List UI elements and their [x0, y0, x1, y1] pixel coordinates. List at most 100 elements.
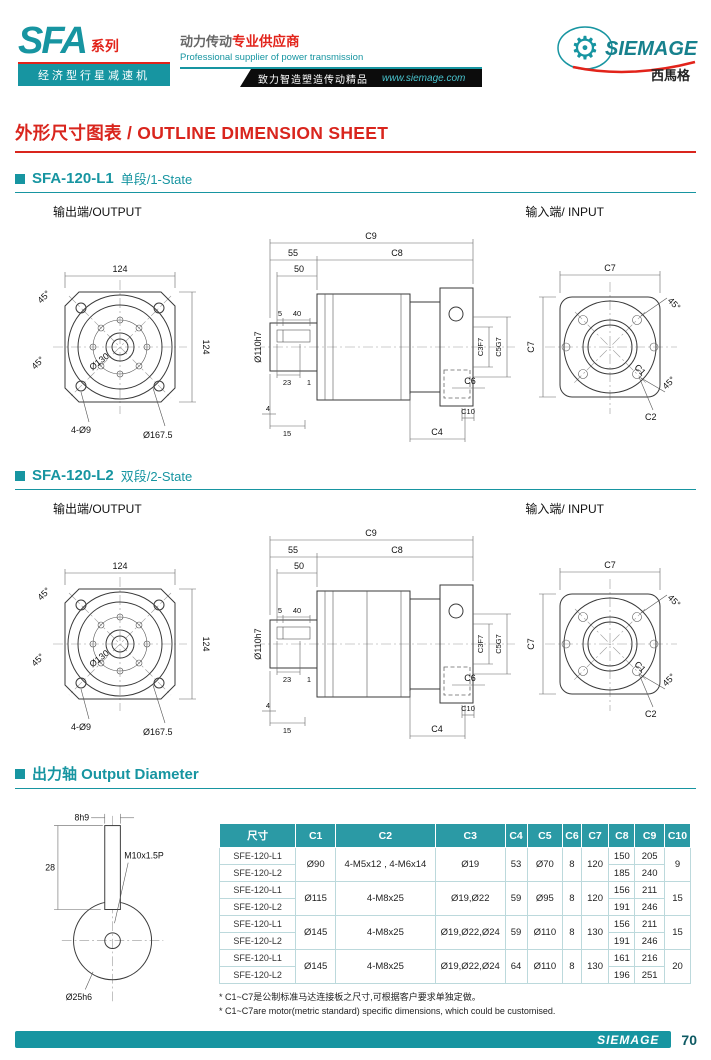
table-cell: 240: [634, 864, 665, 882]
table-block: 尺寸 C1 C2 C3 C4 C5 C6 C7 C8 C9 C10: [218, 789, 696, 1018]
tagline-cn: 动力传动: [180, 34, 233, 49]
table-cell: 191: [608, 932, 636, 950]
dim-label: 45°: [666, 296, 683, 313]
series-block: SFA 系列 经济型行星减速机: [18, 20, 170, 87]
table-cell: 156: [608, 915, 636, 933]
model-cell: SFE-120-L2: [218, 898, 297, 916]
dim-label: Ø25h6: [66, 992, 92, 1002]
dim-label: Ø110h7: [253, 331, 263, 362]
dim-label: 124: [112, 264, 127, 274]
hub-bolt-holes: [89, 316, 151, 378]
page-number: 70: [681, 1031, 697, 1048]
table-cell: 161: [608, 949, 636, 967]
corner-bolt-holes: [75, 599, 165, 689]
table-cell: 246: [634, 932, 665, 950]
dim-label: 55: [288, 248, 298, 258]
corner-bolt-holes: [75, 302, 165, 392]
input-bolt-holes: [561, 315, 659, 379]
brand-underline: [572, 60, 696, 74]
input-end-label: 输入端/ INPUT: [525, 205, 604, 219]
table-cell: 205: [634, 847, 665, 865]
tagline-cn-bold: 专业供应商: [232, 34, 300, 49]
table-cell: 8: [562, 949, 582, 984]
footnote-en: * C1~C7are motor(metric standard) specif…: [219, 1005, 556, 1016]
dim-label: C6: [464, 673, 476, 683]
table-cell: Ø90: [295, 847, 336, 882]
table-row: SFE-120-L2 185 240: [218, 864, 691, 882]
output-flange-view: 124 124 45° 45° Ø130 4-Ø9 Ø167.5: [30, 561, 211, 737]
dim-label: C6: [464, 376, 476, 386]
model-cell: SFE-120-L2: [218, 932, 297, 950]
table-cell: 53: [504, 847, 528, 882]
page-footer: SIEMAGE 70: [15, 1031, 697, 1048]
table-cell: 15: [663, 915, 692, 950]
table-cell: Ø110: [526, 915, 564, 950]
dim-label: 45°: [30, 651, 47, 668]
column-header: C9: [634, 823, 665, 848]
table-cell: Ø70: [526, 847, 564, 882]
dim-label: 23: [283, 378, 291, 387]
gear-icon: ⚙: [571, 30, 600, 66]
brand-name: SIEMAGE: [605, 38, 698, 60]
dim-label: C4: [431, 427, 443, 437]
table-cell: 59: [504, 915, 528, 950]
input-flange-view: C7 C7 45° 45° C1 C2: [526, 263, 683, 422]
website-link[interactable]: www.siemage.com: [382, 72, 466, 84]
table-cell: 191: [608, 898, 636, 916]
outline-drawing-l1: 124 124 45° 45° Ø130 4-Ø9 Ø167.5: [30, 231, 683, 442]
table-cell: 251: [634, 966, 665, 984]
table-row: SFE-120-L1 Ø145 4-M8x25 Ø19,Ø22,Ø24 64 Ø…: [218, 949, 692, 984]
brand-logo: ⚙ SIEMAGE 西馬格: [555, 22, 703, 91]
section-header: SFA-120-L2 双段/2-State: [15, 466, 696, 490]
dim-label: 45°: [30, 354, 47, 371]
dim-label: 45°: [36, 585, 53, 602]
dim-label: C9: [365, 528, 377, 538]
table-cell: 185: [608, 864, 636, 882]
column-header: C7: [580, 823, 610, 848]
dim-label: 50: [294, 561, 304, 571]
dim-label: 40: [293, 309, 301, 318]
dim-label: C7: [526, 341, 536, 353]
dim-label: C2: [645, 412, 657, 422]
output-shaft-drawing: 8h9 M10x1.5P 28 Ø25h6: [45, 813, 164, 1003]
outline-drawing-l2: 124 124 45° 45° Ø130 4-Ø9 Ø167.5: [30, 528, 683, 739]
footer-brand: SIEMAGE: [597, 1032, 660, 1047]
table-cell: Ø115: [295, 881, 336, 916]
column-header: C6: [562, 823, 582, 848]
section-header: SFA-120-L1 单段/1-State: [15, 169, 696, 193]
dim-label: C10: [461, 407, 475, 416]
dim-label: 15: [283, 726, 291, 735]
dim-label: 45°: [36, 288, 53, 305]
tagline-en: Professional supplier of power transmiss…: [180, 52, 482, 69]
dim-label: 124: [112, 561, 127, 571]
footnote-cn: * C1~C7是公制标准马达连接板之尺寸,可根据客户要求单独定做。: [219, 992, 481, 1002]
column-header: C3: [434, 823, 506, 848]
input-end-label: 输入端/ INPUT: [525, 502, 604, 516]
table-cell: Ø145: [295, 915, 336, 950]
dim-label: C7: [526, 638, 536, 650]
dim-label: C2: [645, 709, 657, 719]
section-header: 出力轴 Output Diameter: [15, 763, 696, 789]
dim-label: C9: [365, 231, 377, 241]
table-cell: 64: [504, 949, 528, 984]
series-logo: SFA: [18, 20, 88, 62]
dim-label: 45°: [661, 671, 678, 688]
column-header: C5: [526, 823, 564, 848]
table-cell: 20: [663, 949, 692, 984]
table-row: SFE-120-L2 191 246: [218, 932, 691, 950]
section-title-stage: 单段/1-State: [120, 172, 193, 187]
table-cell: 196: [608, 966, 636, 984]
column-header: C2: [334, 823, 436, 848]
table-row: SFE-120-L2 196 251: [218, 966, 691, 984]
series-suffix-label: 系列: [90, 38, 119, 55]
table-cell: 211: [634, 881, 665, 899]
table-row: SFE-120-L1 Ø115 4-M8x25 Ø19,Ø22 59 Ø95 8…: [218, 881, 692, 916]
shaft-and-table-row: 8h9 M10x1.5P 28 Ø25h6 尺寸 C1 C2: [15, 789, 696, 1018]
dim-label: 5: [278, 606, 282, 615]
section-bullet: [15, 173, 25, 184]
table-cell: Ø19,Ø22,Ø24: [434, 949, 506, 984]
table-cell: 130: [580, 949, 610, 984]
table-cell: 4-M8x25: [334, 949, 436, 984]
input-flange-view: C7 C7 45° 45° C1 C2: [526, 560, 683, 719]
